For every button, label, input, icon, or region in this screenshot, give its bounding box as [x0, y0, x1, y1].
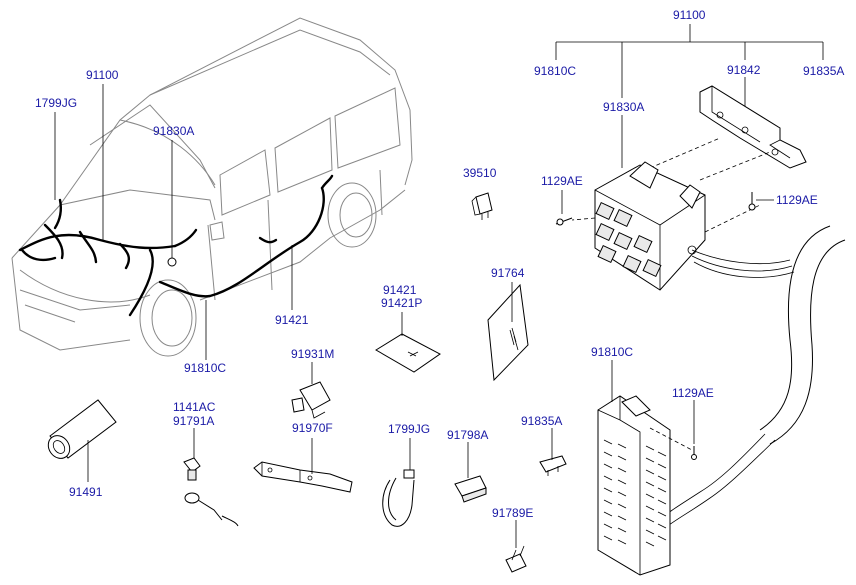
label-91810C-bracket[interactable]: 91810C — [534, 64, 576, 78]
ring-terminal-91791A[interactable] — [184, 492, 239, 527]
relay-39510[interactable] — [471, 192, 493, 220]
label-91421P[interactable]: 91421P — [381, 296, 422, 310]
cable-tie-1799JG[interactable] — [382, 469, 415, 527]
tube-91491[interactable] — [44, 399, 117, 463]
main-harness-91100[interactable] — [18, 174, 334, 317]
label-91835A-fuse[interactable]: 91835A — [521, 414, 562, 428]
label-91421-car[interactable]: 91421 — [275, 313, 309, 327]
label-91931M[interactable]: 91931M — [291, 347, 334, 361]
vehicle-body — [11, 17, 413, 357]
label-91810C-car[interactable]: 91810C — [184, 361, 226, 375]
part-labels: 91100 91810C 91842 91835A 91830A 1129AE … — [35, 8, 844, 520]
label-91421-pad[interactable]: 91421 — [383, 283, 417, 297]
fuse-91789E[interactable] — [505, 545, 527, 573]
label-1799JG-tie[interactable]: 1799JG — [388, 422, 430, 436]
mounting-bracket-91842[interactable] — [699, 85, 807, 169]
label-91789E[interactable]: 91789E — [492, 506, 533, 520]
label-1799JG-car[interactable]: 1799JG — [35, 96, 77, 110]
fuse-91798A[interactable] — [454, 475, 487, 503]
label-1129AE-right[interactable]: 1129AE — [776, 193, 818, 207]
junction-block-slots — [603, 439, 667, 547]
fuse-box-91830A[interactable] — [594, 161, 706, 291]
label-91100-top[interactable]: 91100 — [673, 8, 706, 22]
bolt-1141AC[interactable] — [183, 457, 201, 481]
label-91791A[interactable]: 91791A — [173, 414, 214, 428]
fuse-box-assembly — [555, 24, 846, 529]
label-1129AE-jb[interactable]: 1129AE — [672, 386, 714, 400]
label-1141AC[interactable]: 1141AC — [173, 400, 216, 414]
clip-91931M[interactable] — [291, 381, 331, 419]
bracket-91970F[interactable] — [253, 461, 353, 493]
label-91830A-fusebox[interactable]: 91830A — [603, 100, 644, 114]
label-91810C-jb[interactable]: 91810C — [591, 345, 633, 359]
screw-1129AE-right[interactable] — [748, 192, 756, 211]
screw-1129AE-left[interactable] — [555, 217, 573, 226]
label-91491[interactable]: 91491 — [69, 485, 103, 499]
sheet-91764[interactable] — [487, 283, 529, 382]
junction-block-91810C[interactable] — [597, 395, 671, 576]
label-91100-car[interactable]: 91100 — [86, 68, 119, 82]
label-91842[interactable]: 91842 — [727, 63, 761, 77]
pad-91421P[interactable] — [375, 333, 441, 373]
label-91830A-car[interactable]: 91830A — [153, 124, 194, 138]
label-91764[interactable]: 91764 — [491, 266, 525, 280]
label-91798A[interactable]: 91798A — [447, 428, 488, 442]
label-39510[interactable]: 39510 — [463, 166, 497, 180]
screw-1129AE-jb[interactable] — [691, 446, 697, 460]
label-91835A-bracket[interactable]: 91835A — [803, 64, 844, 78]
fuse-91835A[interactable] — [539, 455, 567, 476]
label-91970F[interactable]: 91970F — [292, 421, 333, 435]
label-1129AE-left[interactable]: 1129AE — [541, 174, 583, 188]
